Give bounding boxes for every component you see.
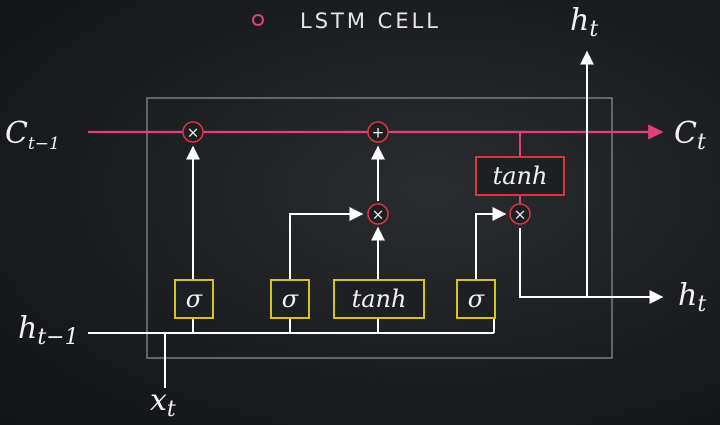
cell-add-op: + bbox=[367, 121, 389, 143]
svg-text:σ: σ bbox=[468, 285, 485, 313]
forget-multiply-op: × bbox=[182, 121, 204, 143]
h-out-right-line bbox=[519, 228, 664, 304]
candidate-tanh-box: tanh bbox=[333, 279, 425, 319]
c-next-label: Ct bbox=[674, 116, 706, 155]
output-multiply-op: × bbox=[509, 203, 531, 225]
svg-text:×: × bbox=[187, 124, 200, 142]
input-multiply-op: × bbox=[367, 203, 389, 225]
title-dot-icon bbox=[252, 14, 264, 26]
h-prev-label: ht−1 bbox=[18, 311, 79, 350]
input-gate-output bbox=[289, 207, 364, 280]
svg-text:tanh: tanh bbox=[352, 285, 407, 313]
svg-text:×: × bbox=[514, 206, 527, 224]
h-out-right-label: ht bbox=[678, 278, 706, 317]
svg-text:×: × bbox=[372, 206, 385, 224]
diagram-title: LSTM CELL bbox=[300, 9, 441, 33]
x-input-label: xt bbox=[150, 383, 176, 422]
c-prev-label: Ct−1 bbox=[5, 116, 60, 154]
input-gate-box: σ bbox=[270, 279, 310, 319]
svg-text:+: + bbox=[372, 124, 385, 142]
svg-text:tanh: tanh bbox=[493, 162, 548, 190]
svg-text:σ: σ bbox=[282, 285, 299, 313]
output-gate-box: σ bbox=[456, 279, 496, 319]
cell-frame bbox=[146, 97, 613, 359]
output-gate-output bbox=[475, 207, 507, 280]
forget-gate-box: σ bbox=[174, 279, 214, 319]
h-out-top-label: ht bbox=[570, 3, 598, 42]
cell-tanh-box: tanh bbox=[475, 156, 565, 196]
svg-text:σ: σ bbox=[186, 285, 203, 313]
